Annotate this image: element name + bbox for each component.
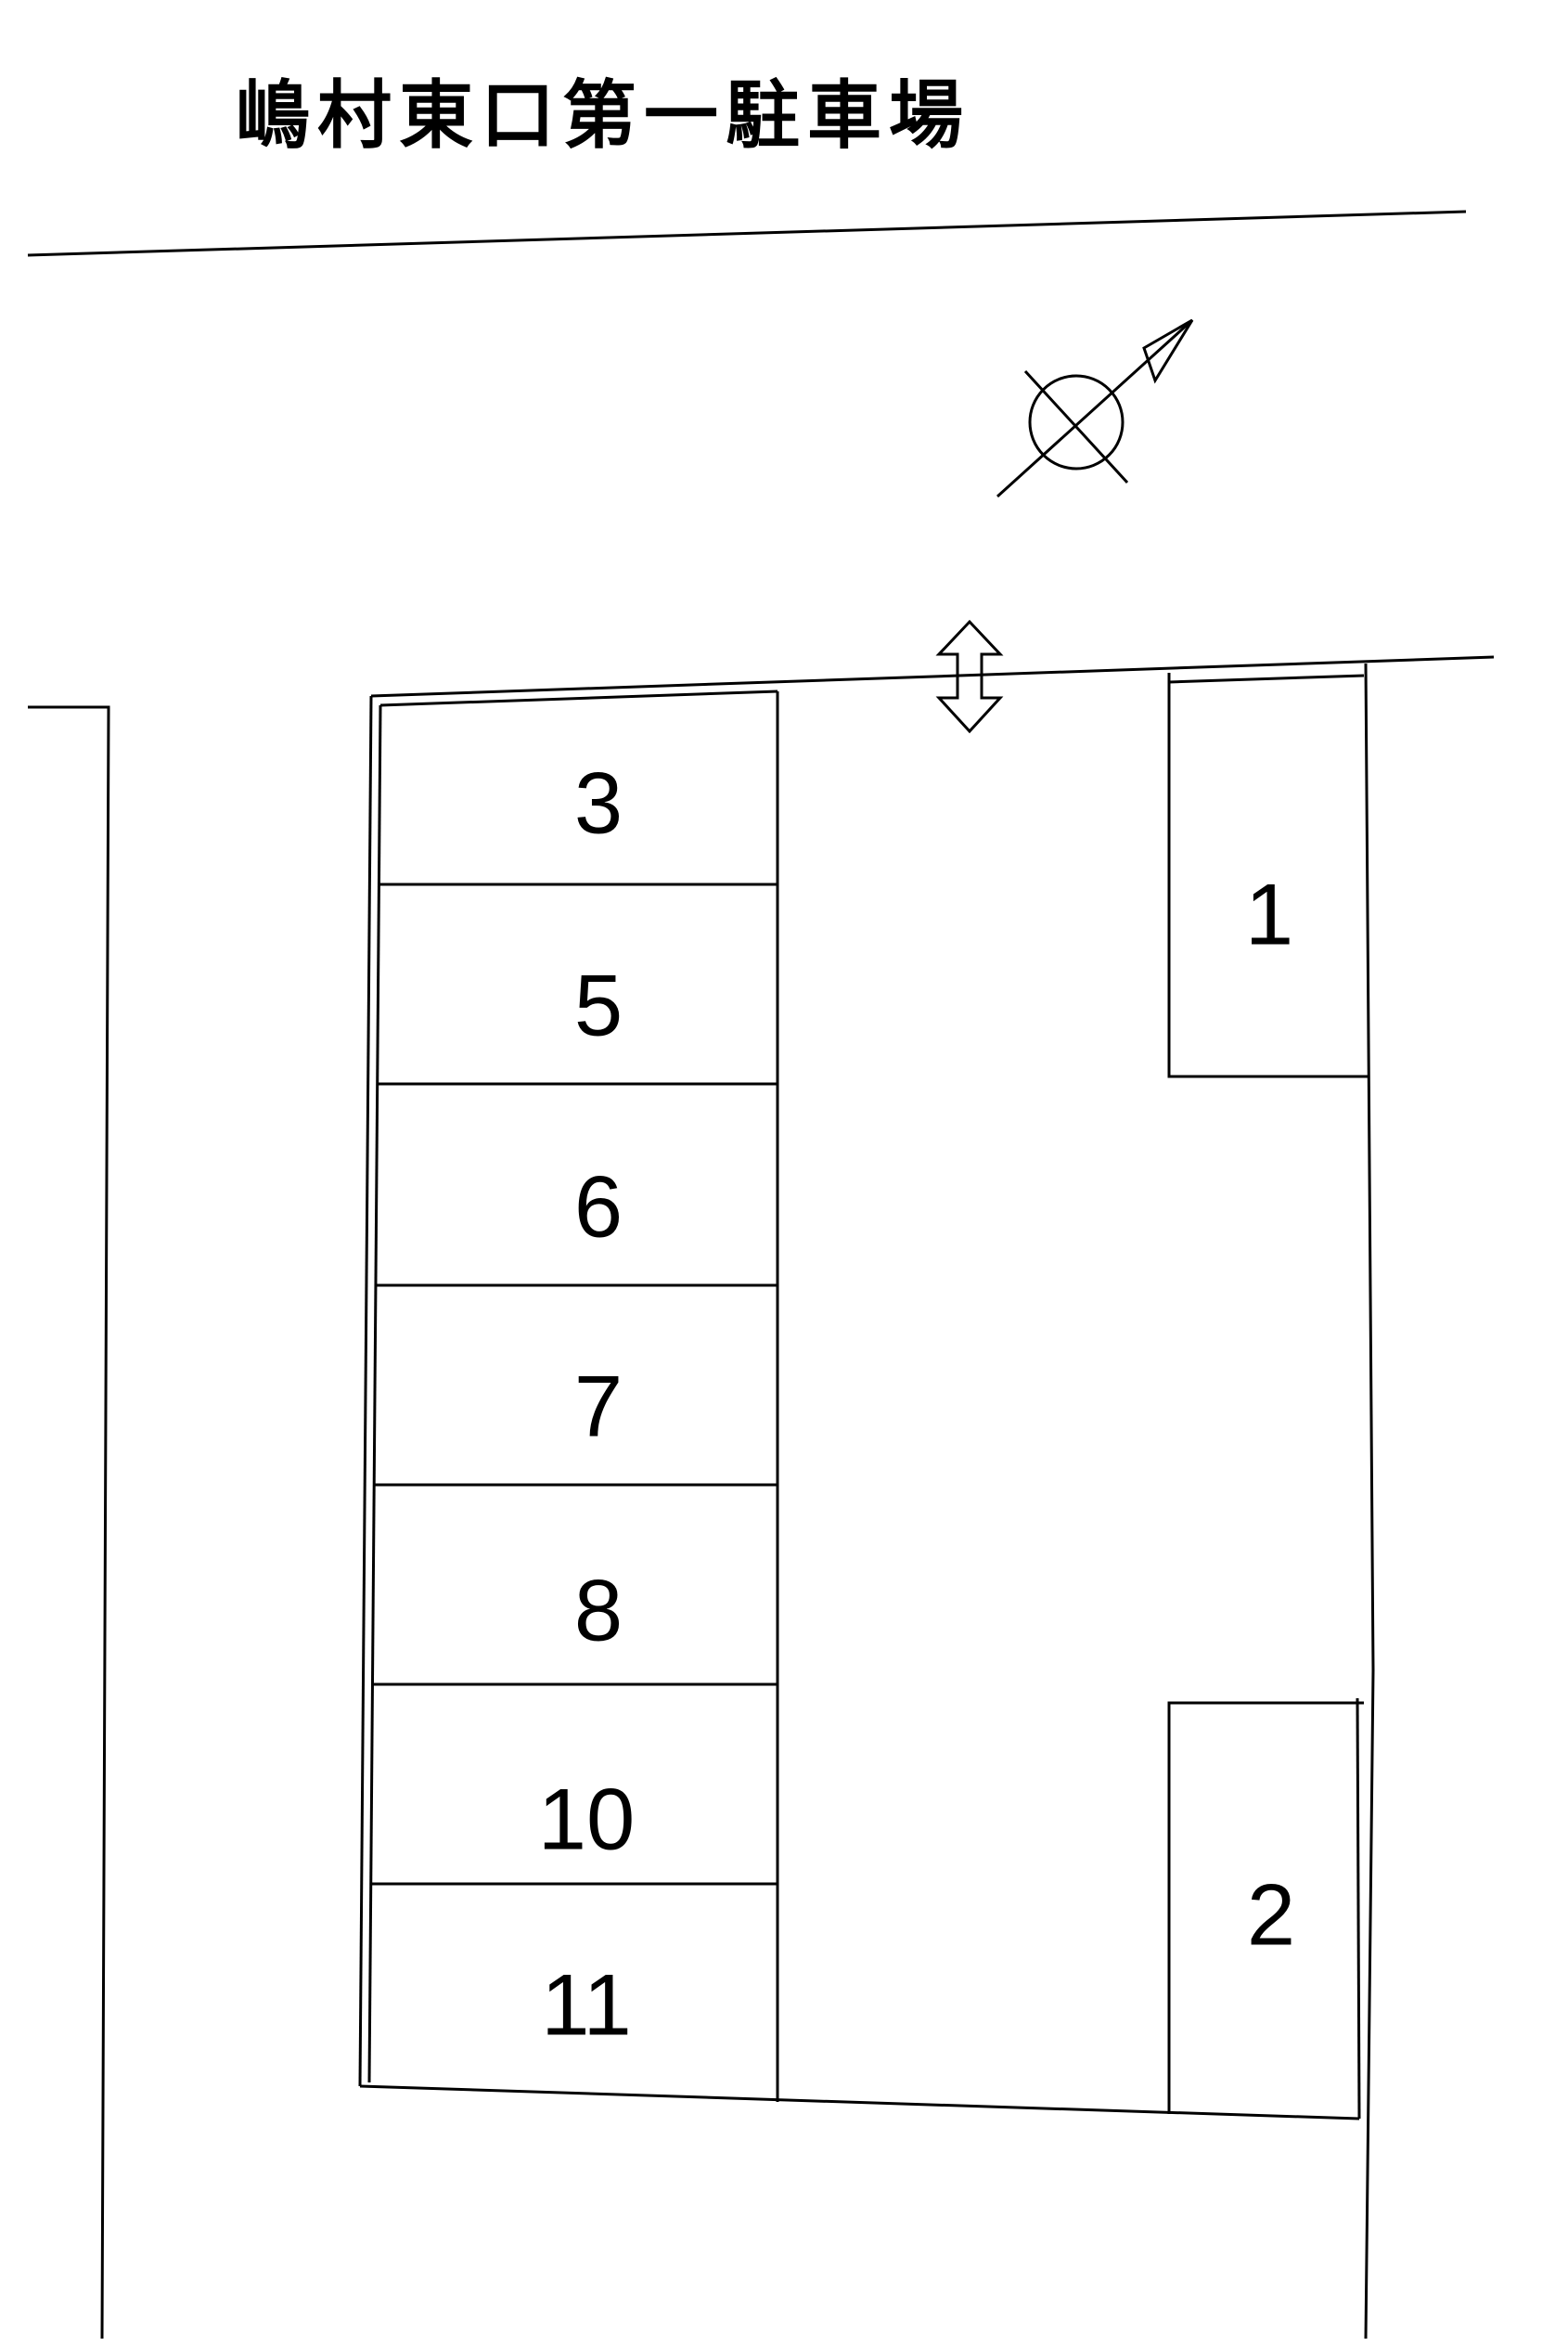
lot-top-edge	[379, 690, 778, 707]
slot-label-3: 3	[574, 754, 623, 852]
double-arrow-icon	[935, 619, 1004, 734]
street-line	[370, 655, 1495, 698]
lot-wall-outer	[358, 695, 373, 2087]
slot-label-8: 8	[574, 1562, 623, 1659]
left-boundary	[28, 705, 110, 2340]
slot-1-top	[1168, 674, 1365, 684]
right-boundary	[1364, 663, 1375, 2340]
slot-label-7: 7	[574, 1358, 623, 1455]
slot-label-2: 2	[1247, 1866, 1295, 1964]
lot-bottom-edge	[359, 2084, 1360, 2120]
slot-label-1: 1	[1245, 866, 1293, 963]
page-title: 嶋村東口第一駐車場	[236, 72, 970, 159]
slot-label-5: 5	[574, 957, 623, 1054]
slot-1-box	[1167, 673, 1369, 1078]
road-line-top	[27, 210, 1467, 257]
slot-2-box	[1167, 1701, 1364, 2114]
slot-label-6: 6	[574, 1158, 623, 1256]
slot-label-11: 11	[541, 1956, 632, 2054]
lot-wall-inner	[367, 704, 382, 2083]
right-inner-line	[1356, 1697, 1361, 2120]
slot-label-10: 10	[538, 1771, 636, 1868]
north-arrow-icon	[996, 318, 1194, 498]
